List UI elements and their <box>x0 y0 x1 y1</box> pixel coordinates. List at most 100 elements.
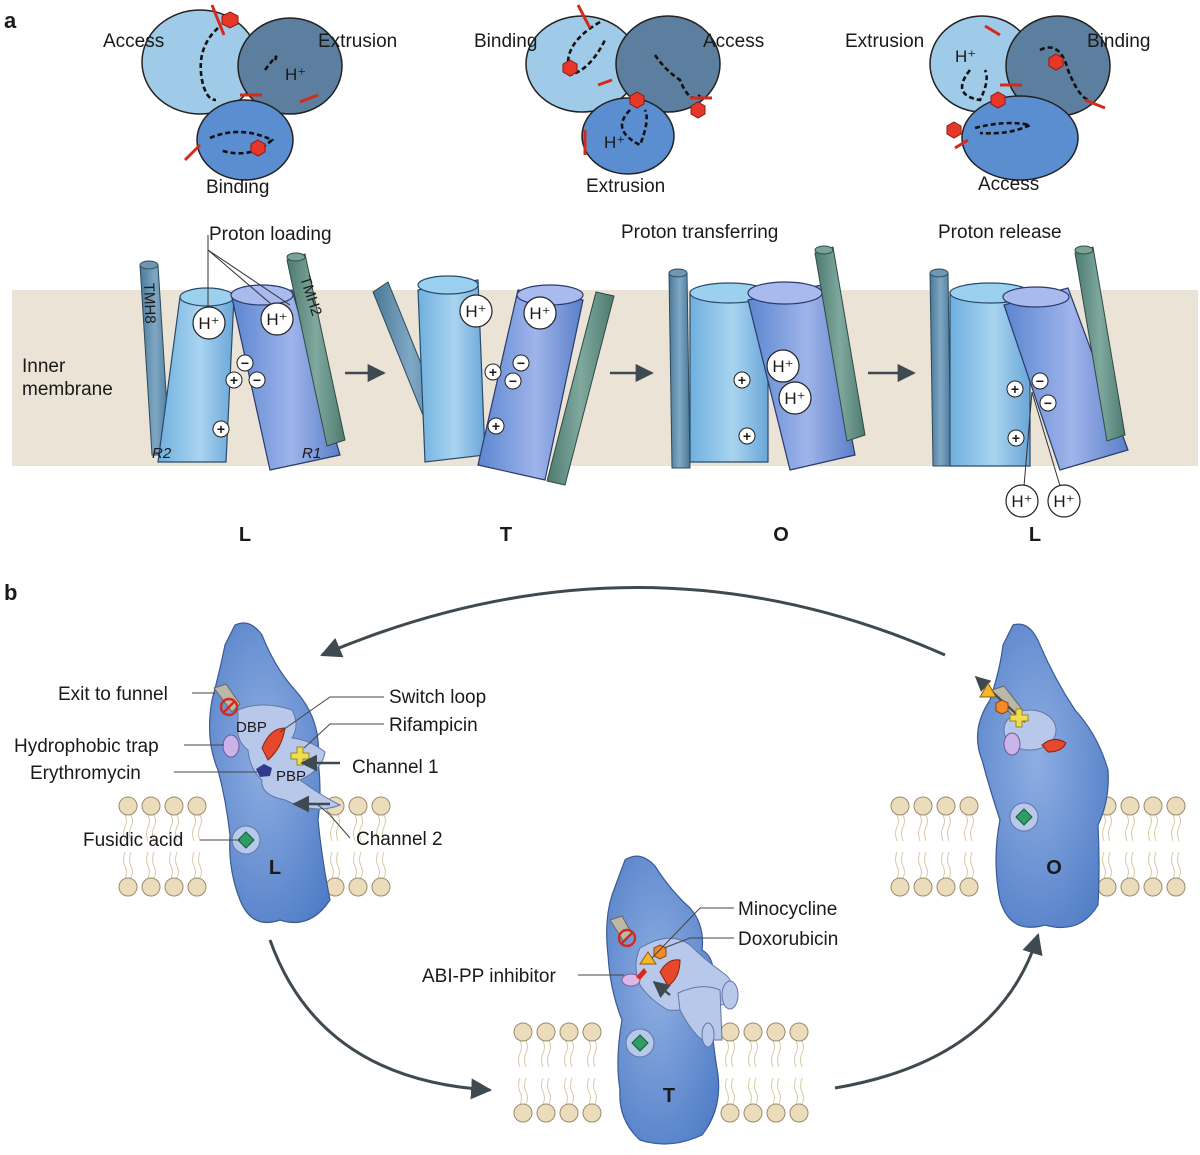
helix-marker <box>299 93 319 104</box>
plus-label: + <box>217 421 225 437</box>
lipid-tail <box>547 1040 551 1068</box>
plus-label: + <box>738 372 746 388</box>
plus-charge <box>212 420 230 438</box>
lipid-tail <box>587 1077 591 1105</box>
tunnel-path <box>960 69 988 102</box>
lipid-tail <box>794 1077 798 1105</box>
protein-state-T: T <box>606 855 739 1145</box>
helix-marker <box>576 4 592 29</box>
lipid-tail <box>570 1077 574 1105</box>
trimer-proton-label: H⁺ <box>285 65 306 84</box>
label-fusidic-acid: Fusidic acid <box>83 830 183 851</box>
drug-hexagon-icon <box>1048 53 1064 71</box>
protomer-access <box>961 95 1079 181</box>
protomer-extrusion <box>581 97 675 175</box>
lipid-head <box>936 796 956 816</box>
protein-state-L: DBP PBP L <box>208 622 342 924</box>
lipid-head <box>1166 877 1186 897</box>
minus-charge <box>1039 394 1057 412</box>
minus-label: − <box>1036 373 1044 389</box>
lipid-tail <box>800 1040 804 1068</box>
lipid-tail <box>731 1040 735 1068</box>
lipid-tail <box>123 814 127 842</box>
lipid-tail <box>1131 814 1135 842</box>
helix-top <box>668 268 688 278</box>
callout-line <box>279 696 384 733</box>
callout-line <box>317 804 351 839</box>
lipid-head <box>959 877 979 897</box>
channel-mouth <box>721 980 739 1010</box>
fusidic-acid-icon <box>1015 808 1033 826</box>
lipid-tail <box>587 1040 591 1068</box>
minus-label: − <box>1044 395 1052 411</box>
blocked-sign-icon <box>617 928 637 948</box>
callouts-middle: Minocycline Doxorubicin ABI-PP inhibitor <box>422 899 838 987</box>
drug-hexagon-icon <box>221 11 239 29</box>
minocycline-icon <box>979 681 997 698</box>
lipid-head <box>371 877 391 897</box>
proton-circle <box>1005 484 1039 518</box>
plus-charge <box>487 417 505 435</box>
exit-funnel-channel <box>213 683 241 713</box>
state-letter-T: T <box>663 1085 675 1107</box>
callout-line <box>663 937 734 949</box>
lipid-tail <box>198 851 202 879</box>
label-rifampicin: Rifampicin <box>389 715 478 736</box>
lipid-head <box>187 877 207 897</box>
lipid-tail <box>175 851 179 879</box>
lipid-tail <box>518 1040 522 1068</box>
label-minocycline: Minocycline <box>738 899 837 920</box>
trimer-label-binding: Binding <box>474 31 537 52</box>
callout-line <box>207 249 291 306</box>
lipid-tail <box>895 851 899 879</box>
proton-label: H⁺ <box>529 304 550 323</box>
proton-label: H⁺ <box>1053 492 1074 511</box>
trimer-proton-label: H⁺ <box>604 133 625 152</box>
plus-charge <box>1007 429 1025 447</box>
lipid-head <box>513 1022 533 1042</box>
lipid-head <box>187 796 207 816</box>
lipid-tail <box>382 814 386 842</box>
protein-state-O: O <box>974 623 1109 929</box>
fusidic-acid-icon <box>237 831 255 849</box>
lipid-tail <box>731 1077 735 1105</box>
helix-top <box>1002 286 1070 308</box>
hydrophobic-trap-shape <box>1003 732 1021 756</box>
lipid-tail <box>564 1040 568 1068</box>
lipid-tail <box>359 851 363 879</box>
lipid-tail <box>376 851 380 879</box>
lipid-tail <box>1148 814 1152 842</box>
proton-circle <box>778 381 812 415</box>
pbp-label: PBP <box>276 768 306 785</box>
helix-top <box>139 260 159 270</box>
lipid-tail <box>794 1040 798 1068</box>
helix-top <box>1074 245 1094 255</box>
state-letter-L: L <box>269 857 281 879</box>
proton-circle <box>260 302 294 336</box>
trimer-label-binding: Binding <box>1087 31 1150 52</box>
lipid-tail <box>129 851 133 879</box>
lipid-tail <box>1154 814 1158 842</box>
lipid-head <box>766 1103 786 1123</box>
trimer-label-extrusion: Extrusion <box>845 31 924 52</box>
lipid-tail <box>754 1077 758 1105</box>
minus-charge <box>512 354 530 372</box>
minus-label: − <box>509 373 517 389</box>
lipid-head <box>164 796 184 816</box>
lipid-tail <box>152 814 156 842</box>
lipid-tail <box>146 851 150 879</box>
lipid-tail <box>777 1040 781 1068</box>
callouts-left: Exit to funnel Hydrophobic trap Erythrom… <box>14 684 486 851</box>
lipid-tail <box>1102 851 1106 879</box>
erythromycin-icon <box>256 764 272 777</box>
lipid-tail <box>1148 851 1152 879</box>
lipid-head <box>513 1103 533 1123</box>
trimer-label-binding: Binding <box>206 177 269 198</box>
helix-top <box>230 284 294 306</box>
lipid-head <box>743 1022 763 1042</box>
label-tmh8: TMH8 <box>140 283 158 324</box>
abi-pp-icon <box>636 968 647 980</box>
lipid-head <box>766 1022 786 1042</box>
lipid-head <box>890 877 910 897</box>
lipid-head <box>959 796 979 816</box>
